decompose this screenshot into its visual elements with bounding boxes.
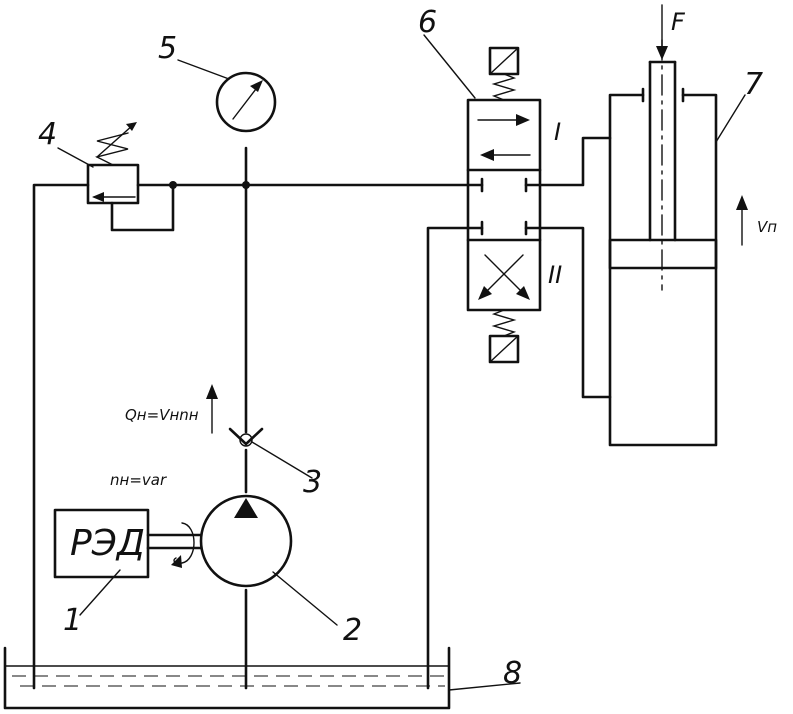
check-valve	[228, 427, 264, 447]
junction-dot	[169, 181, 177, 189]
label-6: 6	[418, 5, 437, 40]
pressure-gauge	[215, 71, 277, 133]
position-I-label: I	[554, 118, 561, 146]
leader-lines	[57, 34, 746, 691]
pipelines	[32, 136, 612, 690]
velocity-label: Vп	[757, 218, 777, 236]
label-3: 3	[303, 465, 322, 500]
force-label: F	[671, 8, 686, 36]
junction-dot	[242, 181, 250, 189]
motor	[53, 508, 150, 579]
flow-formula: Qн=Vнnн	[125, 406, 199, 424]
position-II-label: II	[548, 261, 562, 289]
label-7: 7	[744, 67, 763, 102]
label-1: 1	[63, 603, 82, 638]
flow-arrow	[206, 384, 218, 434]
label-2: 2	[343, 613, 362, 648]
label-4: 4	[38, 117, 57, 152]
label-8: 8	[503, 656, 522, 691]
label-5: 5	[158, 31, 177, 66]
directional-valve	[466, 46, 542, 364]
hydraulic-cylinder	[608, 4, 748, 447]
relief-valve	[86, 122, 140, 205]
pump	[146, 494, 293, 588]
motor-label: РЭД	[70, 523, 145, 564]
tank	[3, 646, 451, 710]
speed-formula: nн=var	[110, 471, 167, 489]
